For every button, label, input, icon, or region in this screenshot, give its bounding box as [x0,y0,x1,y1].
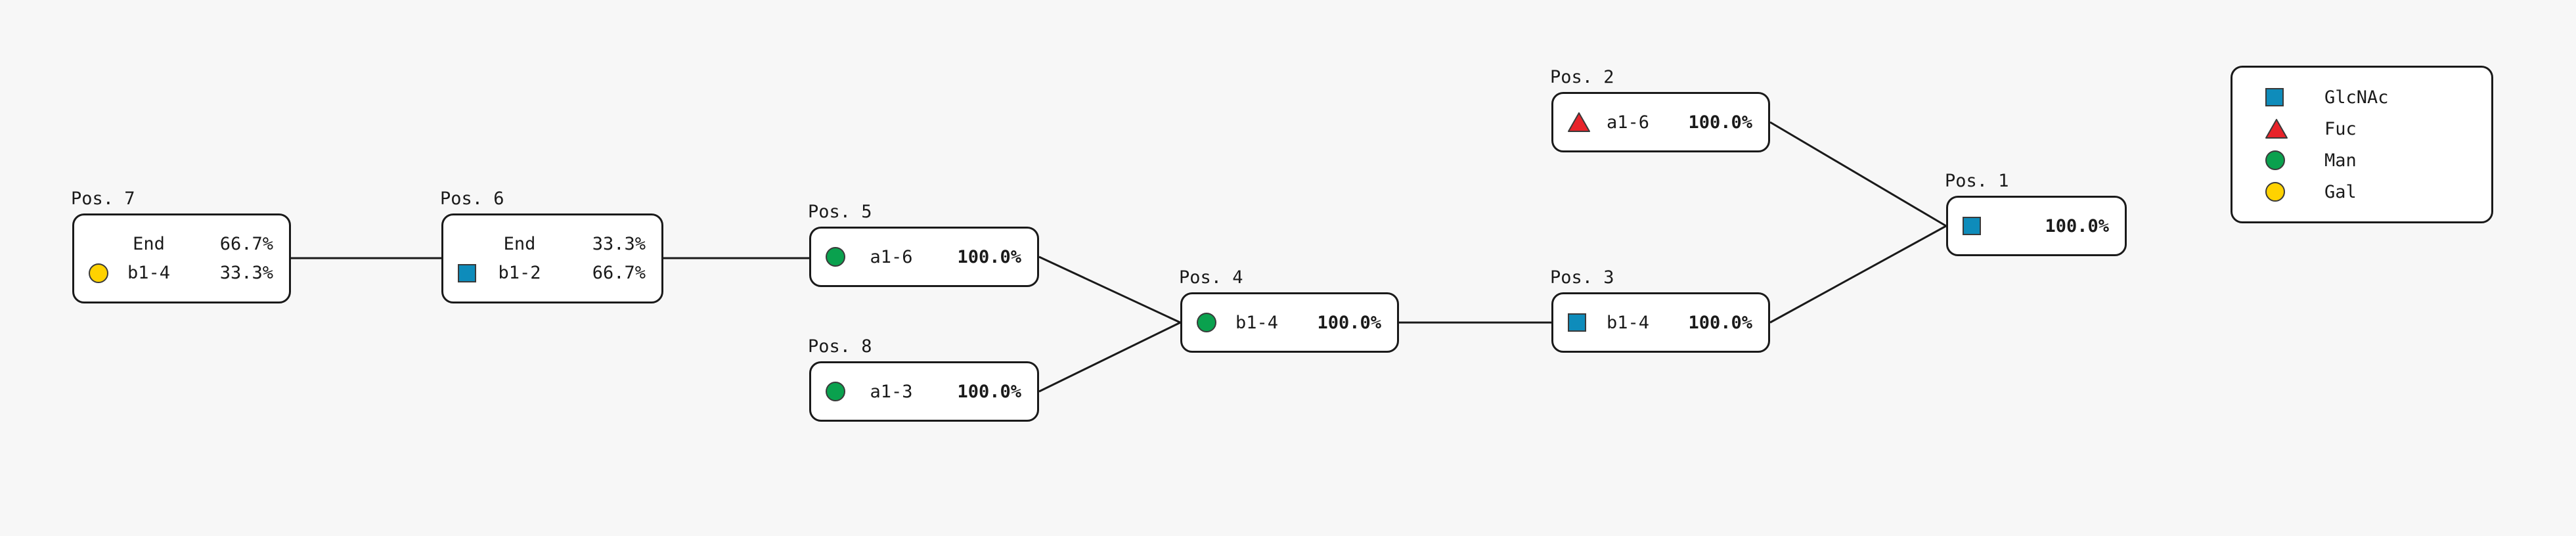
node-position-label: Pos. 3 [1550,267,1614,288]
percentage-value: 100.0% [2045,215,2109,236]
glycan-node-row: End 66.7% [74,230,289,259]
percentage-value: 66.7% [219,234,273,254]
glcnac-square-icon [2265,88,2284,106]
edge-pos3-pos1 [1769,225,1947,324]
percentage-value: 100.0% [1317,312,1381,333]
glycan-node-pos4[interactable]: b1-4 100.0% [1180,292,1399,353]
glycan-node-pos7[interactable]: End 66.7% b1-4 33.3% [72,213,291,303]
linkage-label: a1-6 [870,246,913,267]
glycan-node-row: a1-3 100.0% [811,377,1037,406]
linkage-label: b1-4 [1606,312,1650,333]
glycan-node-row: b1-4 33.3% [74,259,289,288]
legend-label: Gal [2324,181,2357,202]
glcnac-square-icon [1568,313,1586,332]
fuc-triangle-icon [1568,112,1590,132]
percentage-value: 66.7% [592,263,646,283]
man-circle-icon [2265,150,2285,170]
man-circle-icon [826,247,845,267]
linkage-label: b1-4 [127,263,171,283]
percentage-value: 100.0% [957,381,1021,402]
glyph-cell [826,247,856,267]
percentage-value: 100.0% [1688,312,1752,333]
legend-glyph-cell [2265,182,2324,202]
glyph-cell [1568,313,1598,332]
glyph-cell [1197,313,1227,332]
glycan-node-pos2[interactable]: a1-6 100.0% [1551,92,1770,152]
legend-item: Gal [2232,176,2491,208]
node-position-label: Pos. 7 [71,189,135,209]
legend-glyph-cell [2265,88,2324,106]
edge-pos2-pos1 [1769,121,1947,227]
glycan-node-row: a1-6 100.0% [811,242,1037,271]
linkage-label: End [503,234,536,254]
glycan-node-row: b1-4 100.0% [1553,308,1768,337]
legend-glyph-cell [2265,119,2324,139]
glyph-cell [826,382,856,401]
legend-item: Fuc [2232,113,2491,145]
glyph-cell [458,263,488,282]
percentage-value: 33.3% [219,263,273,283]
glycan-node-pos6[interactable]: End 33.3% b1-2 66.7% [441,213,663,303]
glycan-node-row: b1-2 66.7% [443,259,661,288]
glycan-node-pos5[interactable]: a1-6 100.0% [809,227,1039,287]
glycan-node-row: a1-6 100.0% [1553,108,1768,137]
edge-pos5-pos4 [1038,256,1181,324]
linkage-label: End [133,234,165,254]
glycan-node-pos3[interactable]: b1-4 100.0% [1551,292,1770,353]
glyph-cell [1963,217,1993,235]
percentage-value: 100.0% [1688,112,1752,133]
percentage-value: 100.0% [957,246,1021,267]
fuc-triangle-icon [2265,119,2288,139]
legend-glyph-cell [2265,150,2324,170]
node-position-label: Pos. 5 [808,202,872,222]
man-circle-icon [826,382,845,401]
node-position-label: Pos. 8 [808,336,872,357]
edge-pos8-pos4 [1038,321,1181,393]
man-circle-icon [1197,313,1216,332]
node-position-label: Pos. 2 [1550,67,1614,87]
linkage-label: b1-2 [498,263,541,283]
node-position-label: Pos. 1 [1945,171,2009,191]
glcnac-square-icon [1963,217,1981,235]
glycan-node-row: b1-4 100.0% [1182,308,1397,337]
linkage-label: a1-6 [1606,112,1650,133]
glycan-node-row: 100.0% [1948,212,2125,240]
glyph-cell [89,263,119,283]
node-position-label: Pos. 4 [1179,267,1243,288]
node-position-label: Pos. 6 [440,189,504,209]
gal-circle-icon [89,263,108,283]
linkage-label: a1-3 [870,381,913,402]
glycan-node-row: End 33.3% [443,230,661,259]
legend-item: Man [2232,145,2491,176]
legend-label: Man [2324,150,2357,171]
gal-circle-icon [2265,182,2285,202]
glcnac-square-icon [458,263,476,282]
linkage-label: b1-4 [1235,312,1279,333]
glycan-node-pos8[interactable]: a1-3 100.0% [809,361,1039,422]
glyph-cell [1568,112,1598,132]
legend-label: Fuc [2324,118,2357,139]
legend-item: GlcNAc [2232,81,2491,113]
legend-label: GlcNAc [2324,87,2389,108]
percentage-value: 33.3% [592,234,646,254]
glycan-node-pos1[interactable]: 100.0% [1946,196,2127,256]
